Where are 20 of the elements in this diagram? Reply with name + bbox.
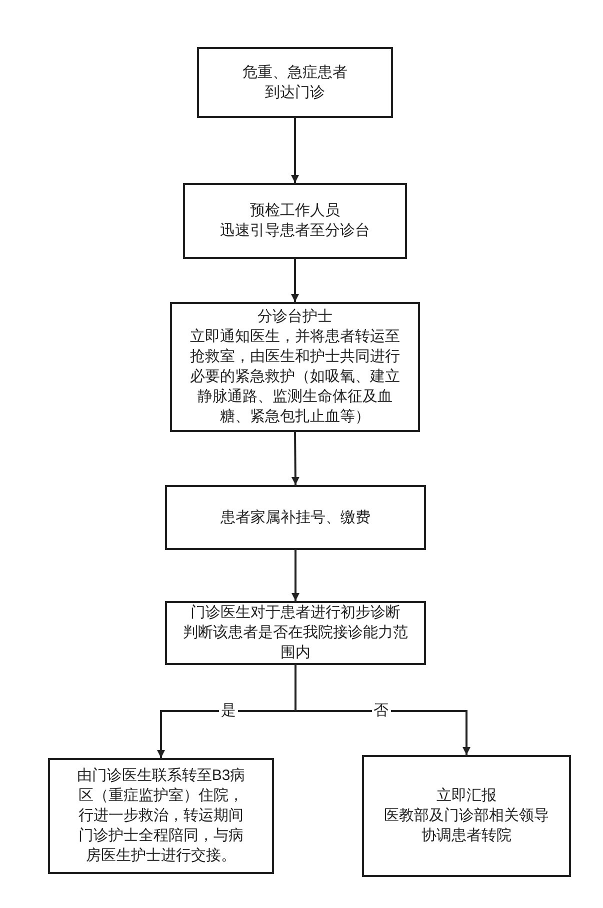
box-text: 迅速引导患者至分诊台 — [220, 221, 370, 241]
box-text: 预检工作人员 — [250, 201, 340, 221]
box-text: 协调患者转院 — [422, 826, 512, 846]
box-text: 判断该患者是否在我院接诊能力范围内 — [182, 623, 409, 663]
arrow — [294, 665, 470, 755]
box-text: 患者家属补挂号、缴费 — [220, 508, 370, 528]
box-text: 由门诊医生联系转至B3病区（重症监护室）住院，行进一步救治，转运期间门诊护士全程陪同，与病房医生护士进行交接。 — [76, 766, 246, 866]
edge-label: 是 — [218, 702, 238, 720]
box-text: 门诊医生对于患者进行初步诊断 — [190, 603, 400, 623]
arrow — [291, 432, 300, 486]
box-text: 立即通知医生，并将患者转运至抢救室，由医生和护士共同进行必要的紧急救护（如吸氧、建立静脉通路、监测生命体征及血糖、紧急包扎止血等） — [189, 327, 401, 427]
arrow — [291, 259, 299, 302]
box-text: 到达门诊 — [265, 82, 325, 102]
box-text: 医教部及门诊部相关领导 — [384, 806, 549, 826]
arrow — [291, 118, 299, 183]
arrow — [292, 550, 300, 601]
box-text: 立即汇报 — [436, 786, 496, 806]
edge-label: 否 — [372, 702, 390, 720]
box-text: 分诊台护士 — [258, 307, 332, 327]
box-text: 危重、急症患者 — [242, 62, 348, 82]
